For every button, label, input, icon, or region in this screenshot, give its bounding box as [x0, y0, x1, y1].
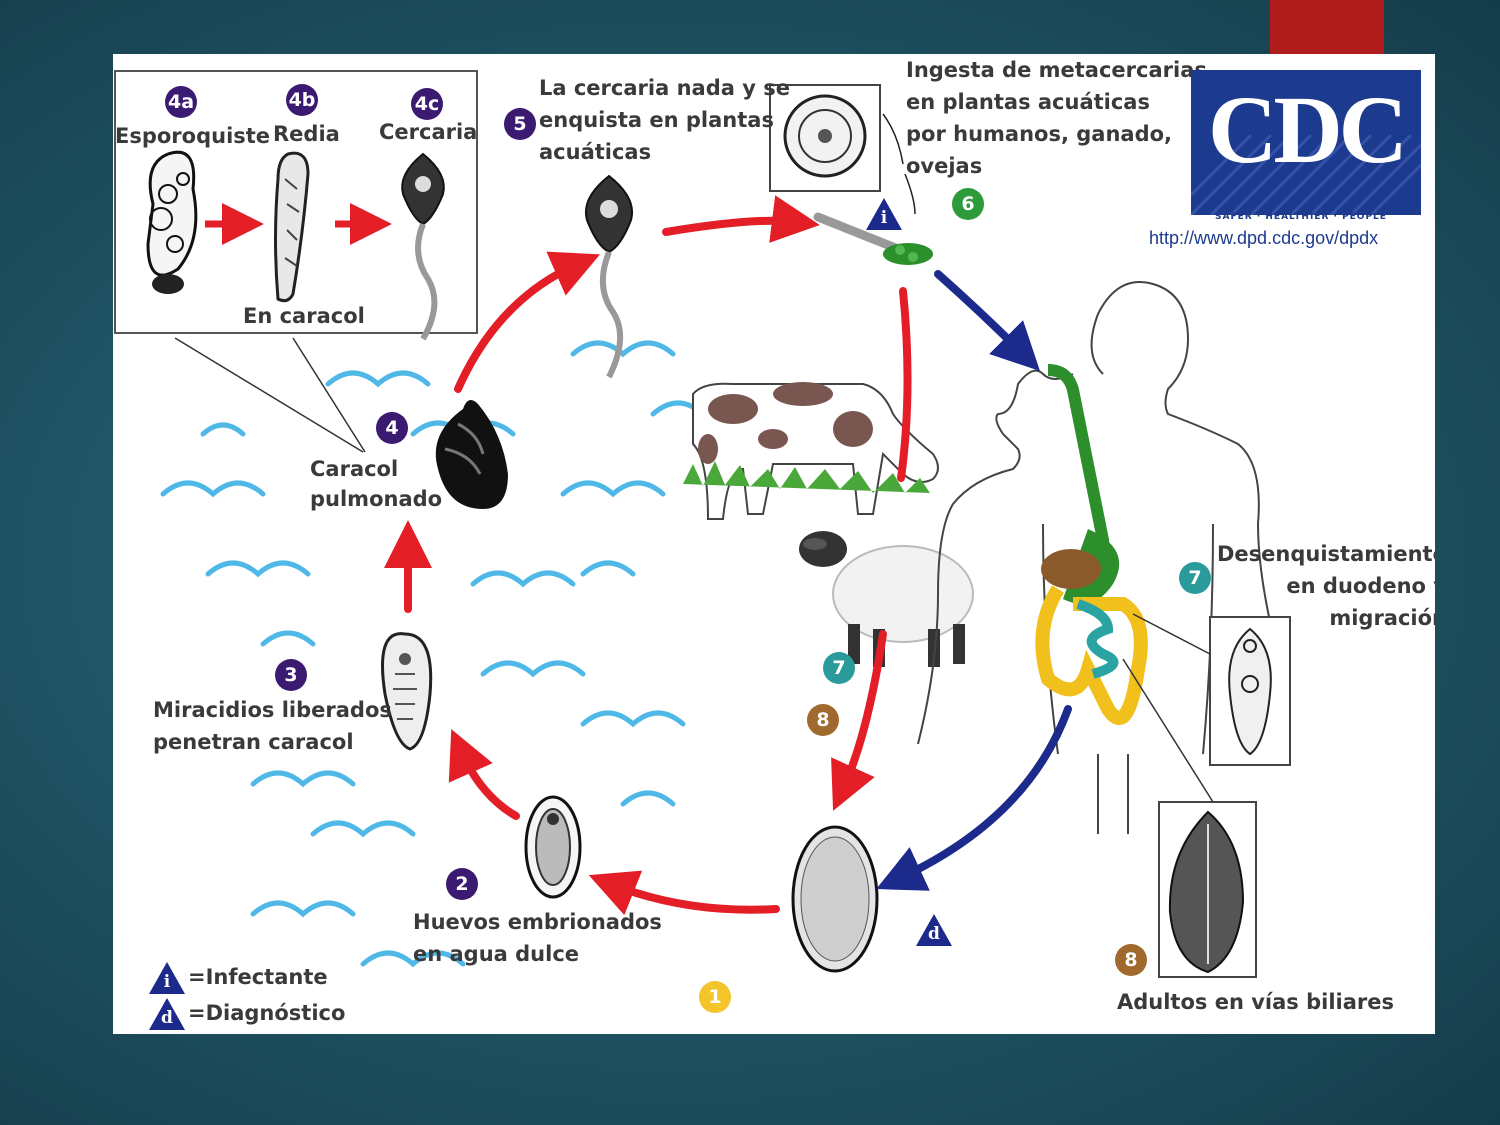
badge-7-human: 7	[1179, 562, 1211, 594]
step3-label: Miracidios liberados penetran caracol	[153, 698, 392, 754]
cercaria-label: Cercaria	[379, 120, 478, 144]
badge-6: 6	[952, 188, 984, 220]
small-intestine	[1076, 599, 1119, 679]
badge-3: 3	[275, 659, 307, 691]
badge-7-sheep: 7	[823, 652, 855, 684]
legend-diagnostic-label: =Diagnóstico	[188, 1001, 346, 1025]
step2-label: Huevos embrionados en agua dulce	[413, 910, 662, 966]
step8-label: Adultos en vías biliares	[1117, 990, 1394, 1014]
life-cycle-arrows	[384, 195, 1072, 916]
badge-5: 5	[504, 108, 536, 140]
badge-8-human: 8	[1115, 944, 1147, 976]
snail-illustration	[435, 400, 508, 509]
legend-infective-label: =Infectante	[188, 965, 328, 989]
sporocyst-label: Esporoquiste	[115, 124, 271, 148]
badge-8-sheep: 8	[807, 704, 839, 736]
miracidium-illustration	[381, 632, 433, 751]
step6-label: Ingesta de metacercarias en plantas acuá…	[906, 58, 1207, 178]
diagnostic-stage-triangle: d	[916, 914, 952, 946]
cercaria-illustration	[401, 152, 445, 341]
legend-infective-triangle: i	[149, 962, 185, 994]
redia-illustration	[274, 151, 310, 303]
infective-stage-triangle: i	[866, 198, 902, 230]
snail-label: Caracol pulmonado	[310, 457, 443, 511]
water-waves	[160, 340, 756, 968]
badge-4b: 4b	[286, 84, 318, 116]
embryonated-egg-illustration	[524, 795, 582, 899]
redia-label: Redia	[273, 122, 340, 146]
sporocyst-illustration	[146, 150, 198, 294]
spoon-illustration	[813, 212, 933, 265]
legend-diagnostic-triangle: d	[149, 998, 185, 1030]
cdc-logo: CDC	[1191, 70, 1421, 215]
life-cycle-diagram: Esporoquiste Redia Cercaria En caracol L…	[113, 54, 1435, 1034]
step7-label: Desenquistamiento en duodeno y migración	[1217, 542, 1435, 630]
badge-4a: 4a	[165, 86, 197, 118]
liver	[1041, 549, 1101, 589]
badge-2: 2	[446, 868, 478, 900]
step5-label: La cercaria nada y se enquista en planta…	[539, 76, 790, 164]
cow-illustration	[683, 382, 939, 520]
badge-4c: 4c	[411, 88, 443, 120]
slide-accent-tab	[1270, 0, 1384, 54]
sheep-illustration	[799, 531, 974, 667]
cdc-tagline: SAFER · HEALTHIER · PEOPLE™	[1215, 212, 1397, 222]
in-snail-label: En caracol	[243, 304, 365, 328]
unembryonated-egg-illustration	[791, 825, 879, 973]
large-intestine	[1035, 585, 1148, 725]
free-cercaria-illustration	[585, 174, 633, 379]
badge-1: 1	[699, 981, 731, 1013]
badge-4: 4	[376, 412, 408, 444]
cdc-logo-text: CDC	[1208, 76, 1408, 183]
cdc-url[interactable]: http://www.dpd.cdc.gov/dpdx	[1149, 228, 1379, 248]
